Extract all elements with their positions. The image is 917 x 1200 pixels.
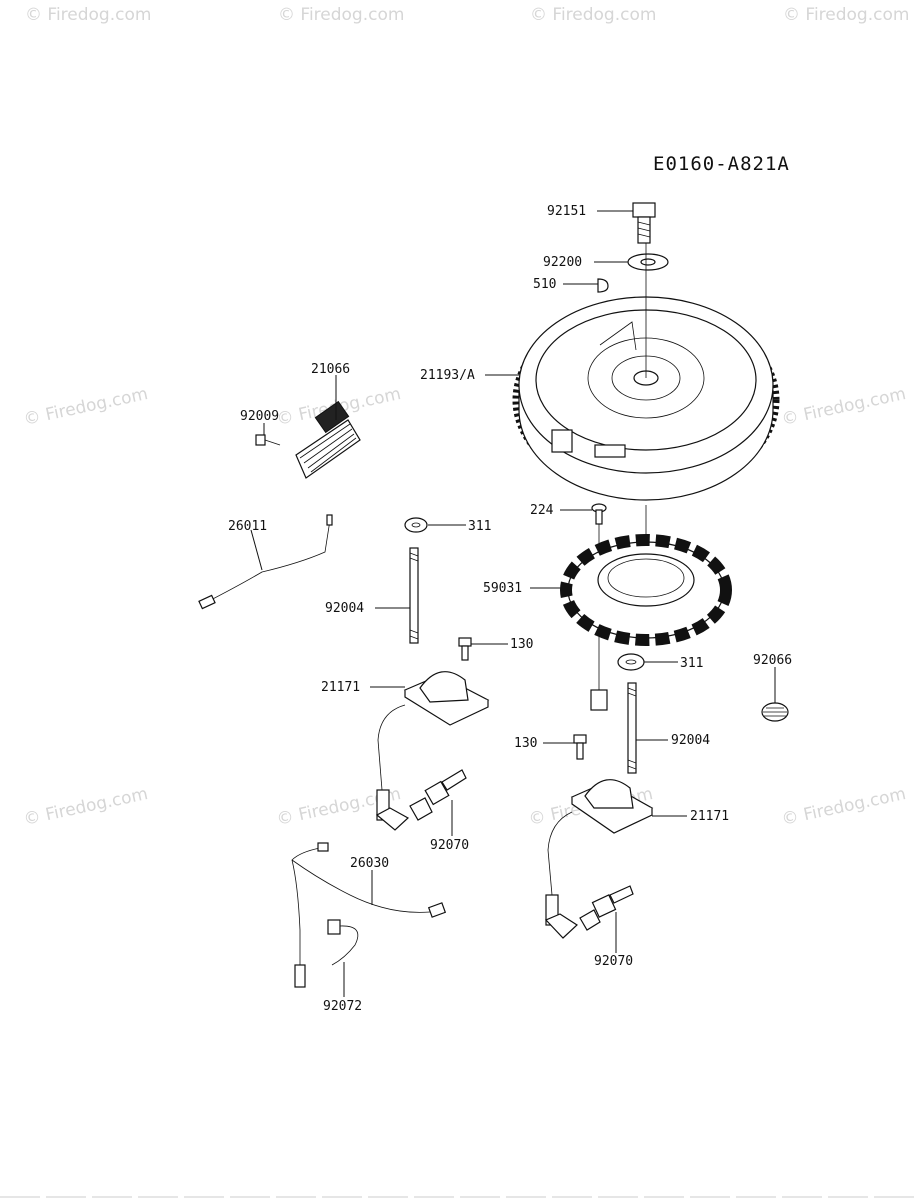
bolt-92151 [632, 202, 656, 244]
regulator-21066 [295, 400, 361, 479]
bolt-130-left [458, 637, 472, 661]
label-130-right: 130 [514, 736, 537, 751]
label-311-left: 311 [468, 519, 491, 534]
washer-92200 [627, 253, 669, 271]
label-21193A: 21193/A [420, 368, 475, 383]
stator-connector [590, 635, 608, 711]
lead-wire-26030 [291, 842, 447, 988]
label-92200: 92200 [543, 255, 582, 270]
ignition-coil-21171-left [375, 671, 490, 831]
label-130-left: 130 [510, 637, 533, 652]
watermark: © Firedog.com [278, 5, 404, 25]
label-92009: 92009 [240, 409, 279, 424]
screw-224 [591, 503, 607, 525]
label-510: 510 [533, 277, 556, 292]
label-92070-left: 92070 [430, 838, 469, 853]
flywheel-21193A [512, 296, 780, 501]
label-224: 224 [530, 503, 554, 518]
watermark: © Firedog.com [25, 5, 151, 25]
label-21066: 21066 [311, 362, 350, 377]
label-92004-right: 92004 [671, 733, 710, 748]
spark-plug-92070-right [579, 885, 634, 931]
bolt-92009 [255, 434, 281, 446]
key-510 [597, 278, 609, 293]
label-21171-right: 21171 [690, 809, 729, 824]
nut-311-left [404, 517, 428, 533]
label-26011: 26011 [228, 519, 267, 534]
stator-59031 [560, 534, 732, 646]
nut-311-right [617, 653, 645, 671]
lead-wire-26011 [198, 514, 333, 610]
part-labels: 92151 92200 510 21193/A 21066 92009 224 … [228, 204, 792, 1014]
label-59031: 59031 [483, 581, 522, 596]
diagram-code: E0160-A821A [653, 153, 790, 175]
cap-92066 [761, 702, 789, 722]
label-26030: 26030 [350, 856, 389, 871]
watermark: © Firedog.com [530, 5, 656, 25]
ignition-coil-21171-right [544, 779, 654, 939]
watermark: © Firedog.com [780, 784, 908, 830]
watermark: © Firedog.com [22, 784, 150, 830]
label-92004-left: 92004 [325, 601, 364, 616]
connector-92072 [327, 919, 359, 966]
label-92072: 92072 [323, 999, 362, 1014]
stud-92004-left [409, 547, 419, 644]
label-311-right: 311 [680, 656, 703, 671]
watermark: © Firedog.com [780, 384, 908, 430]
label-92151: 92151 [547, 204, 586, 219]
watermark: © Firedog.com [22, 384, 150, 430]
label-21171-left: 21171 [321, 680, 360, 695]
spark-plug-92070-left [409, 769, 467, 821]
label-92066: 92066 [753, 653, 792, 668]
label-92070-right: 92070 [594, 954, 633, 969]
bolt-130-right [573, 734, 587, 760]
stud-92004-right [627, 682, 637, 774]
watermark: © Firedog.com [783, 5, 909, 25]
